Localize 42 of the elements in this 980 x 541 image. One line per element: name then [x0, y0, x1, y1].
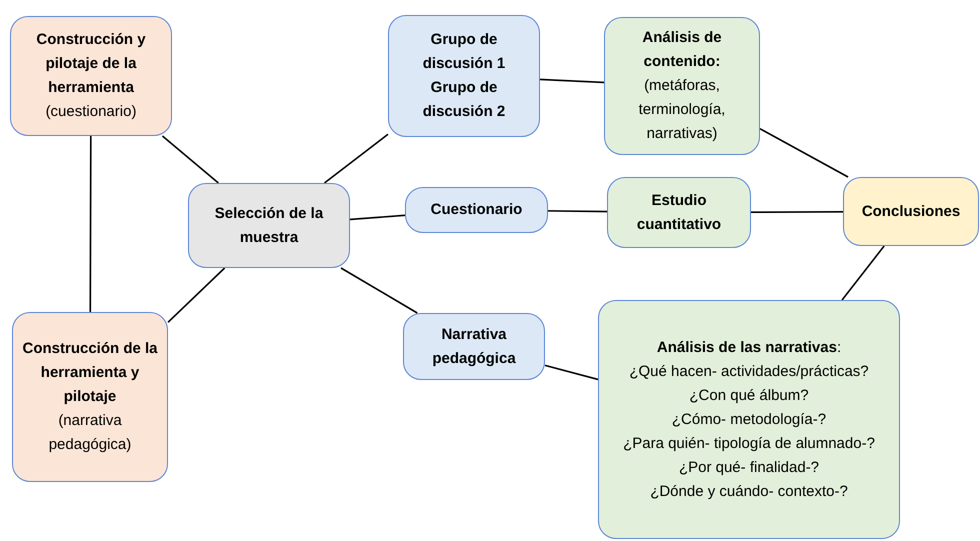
connector-line — [340, 267, 418, 314]
box-text: ¿Qué hacen- actividades/prácticas? — [629, 362, 869, 382]
connector-line — [544, 364, 598, 380]
box-text: Narrativa pedagógica — [431, 324, 517, 368]
connector-line — [760, 128, 848, 178]
connector-line — [841, 246, 885, 300]
connector-line — [350, 214, 406, 220]
connector-line — [162, 135, 219, 184]
box-text: ¿Cómo- metodología-? — [672, 410, 826, 430]
box-text: Análisis de contenido: — [641, 28, 723, 72]
rounded-box — [403, 313, 545, 380]
box-text: (narrativa pedagógica) — [48, 411, 132, 455]
rounded-box — [388, 15, 540, 137]
box-text: Análisis de las narrativas: — [656, 338, 842, 358]
box-text: Construcción de la herramienta y pilotaje — [21, 339, 159, 407]
box-text: Estudio cuantitativo — [636, 190, 722, 234]
connector-line — [324, 134, 388, 184]
box-text: Cuestionario — [430, 200, 522, 220]
rounded-box — [405, 187, 548, 233]
rounded-box — [607, 177, 751, 248]
box-text: (cuestionario) — [46, 102, 136, 122]
connector-line — [548, 210, 607, 212]
box-text: ¿Por qué- finalidad-? — [678, 458, 820, 478]
box-text: ¿Con qué álbum? — [689, 386, 809, 406]
box-text: Grupo de discusión 2 — [422, 78, 506, 122]
box-text: Selección de la muestra — [214, 204, 324, 248]
box-text: ¿Para quién- tipología de alumnado-? — [623, 434, 875, 454]
connector-line — [751, 211, 843, 213]
box-text: ¿Dónde y cuándo- contexto-? — [650, 482, 848, 502]
connector-line — [89, 136, 92, 312]
rounded-box — [10, 16, 172, 136]
box-text: Conclusiones — [862, 202, 960, 222]
box-text: (metáforas, terminología, narrativas) — [638, 76, 726, 144]
box-text: Construcción y pilotaje de la herramienta — [35, 30, 147, 98]
box-text: Grupo de discusión 1 — [422, 30, 506, 74]
rounded-box — [604, 17, 760, 155]
rounded-box — [12, 312, 168, 482]
rounded-box — [843, 177, 979, 246]
connector-line — [540, 78, 604, 84]
rounded-box — [188, 183, 350, 268]
connector-line — [167, 267, 226, 323]
rounded-box — [598, 300, 900, 539]
